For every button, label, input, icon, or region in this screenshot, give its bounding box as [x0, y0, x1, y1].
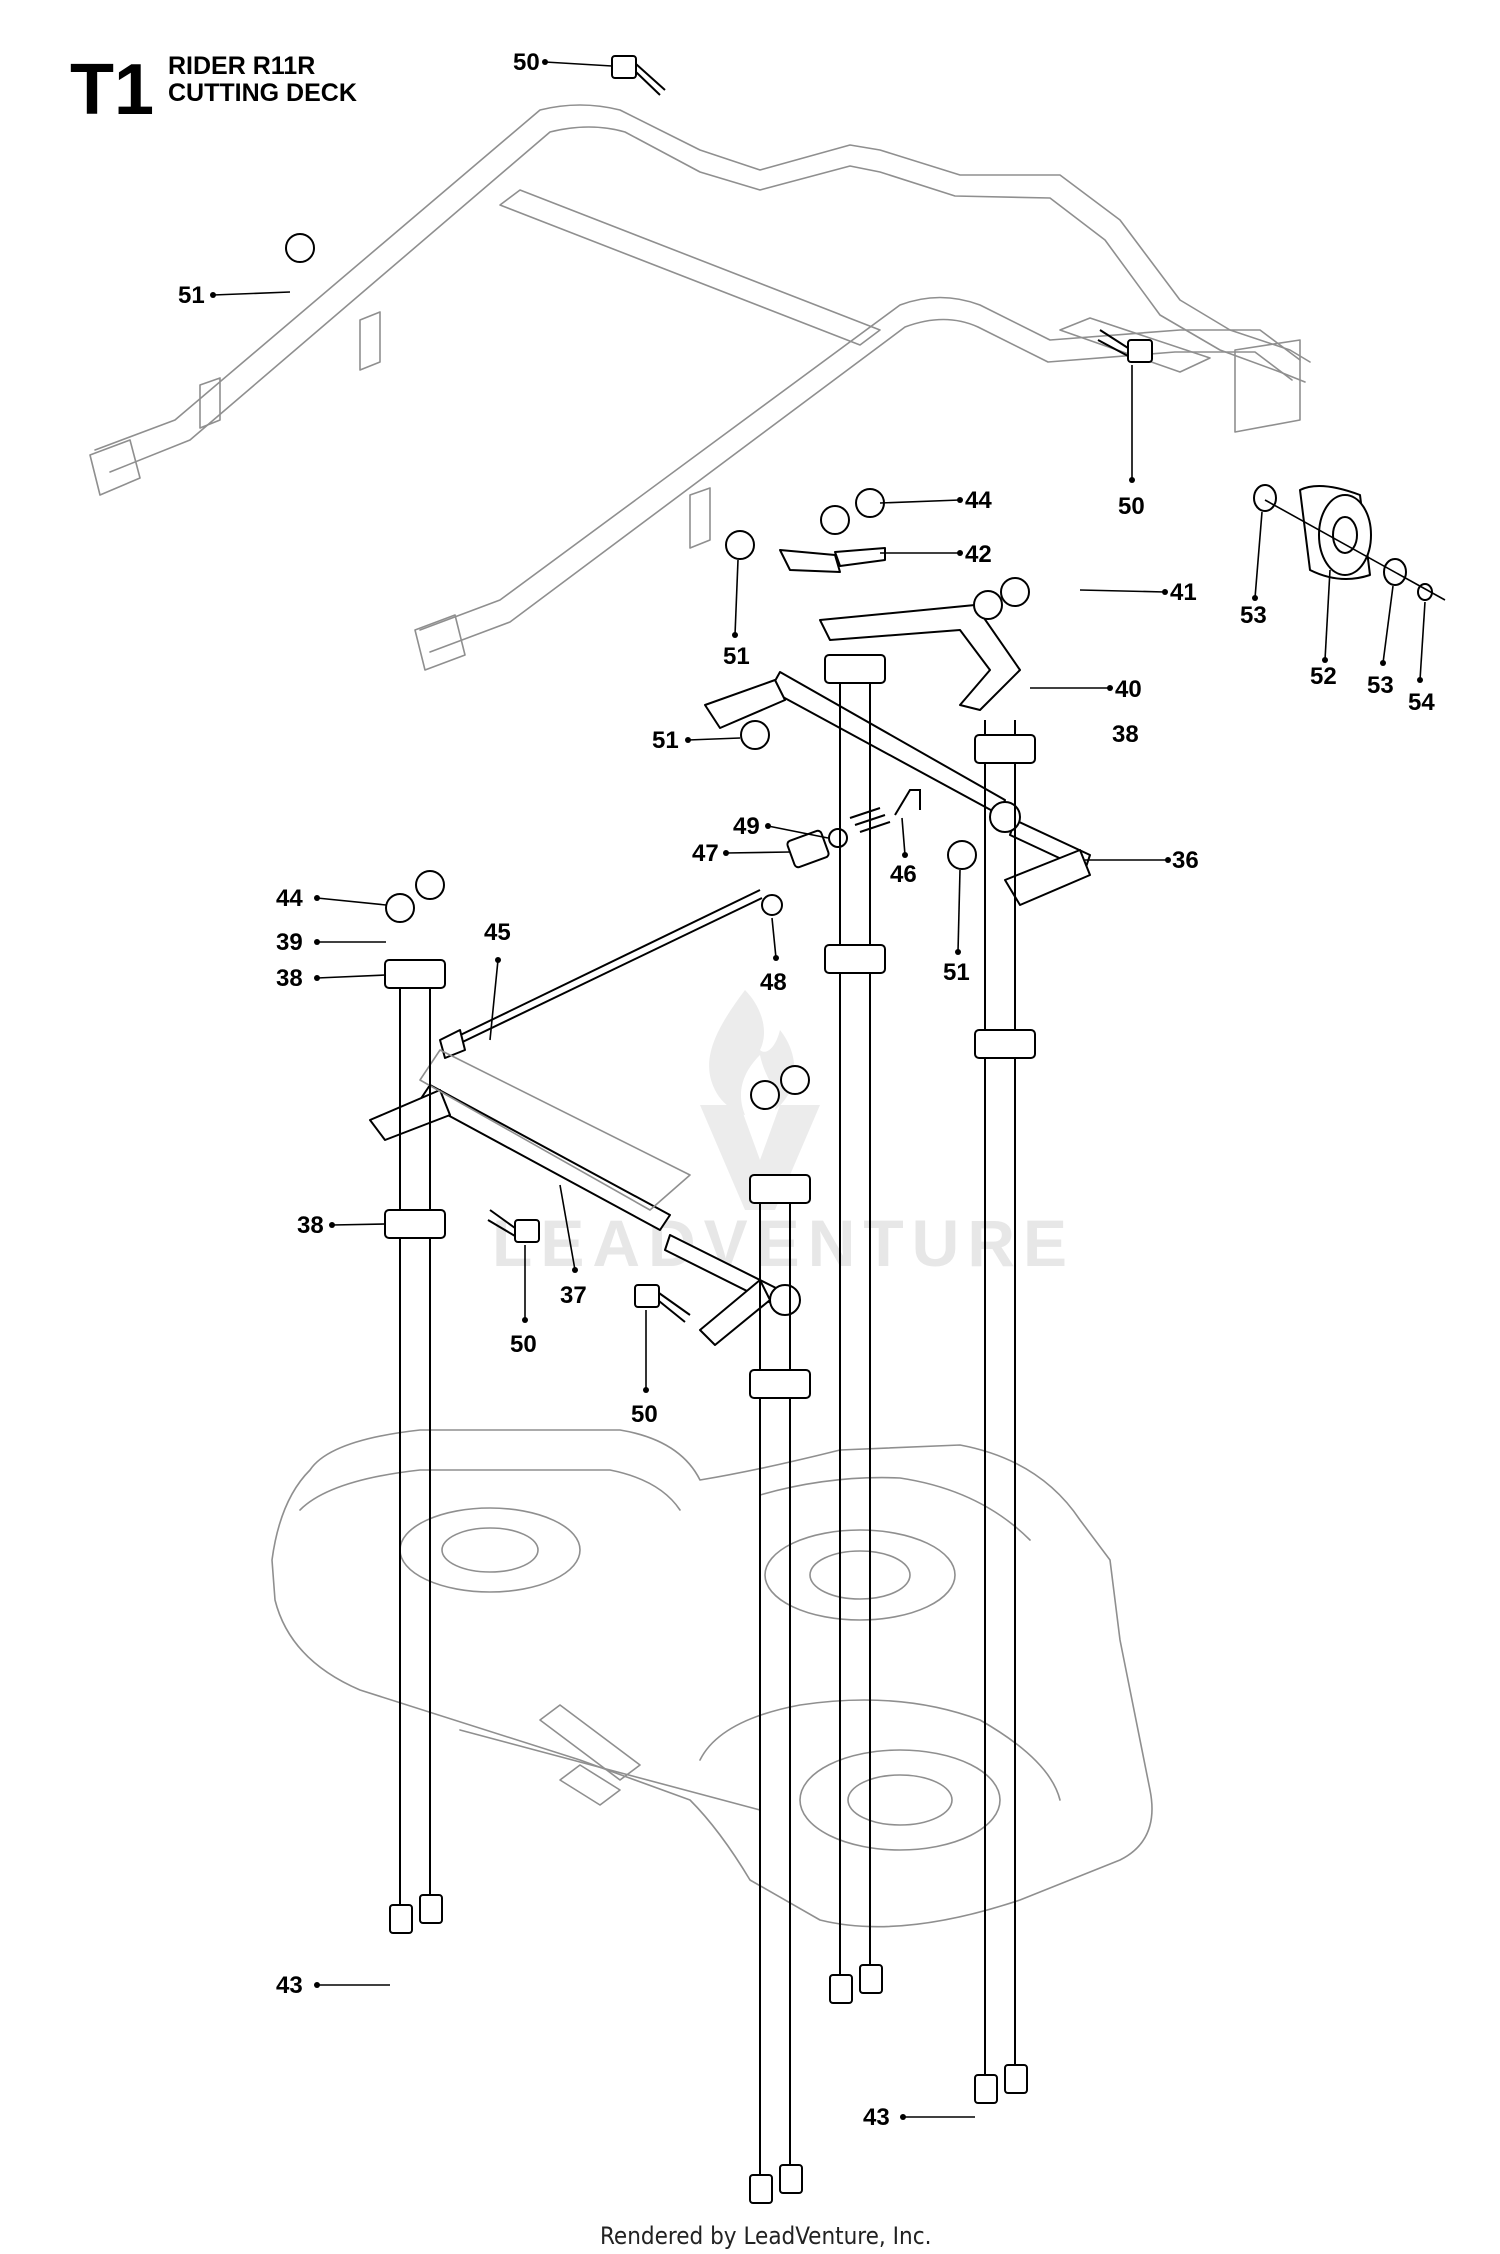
watermark-text: LEADVENTURE [492, 1206, 1075, 1280]
callout-44: 44 [965, 487, 992, 514]
callout-46: 46 [890, 861, 917, 888]
callout-41: 41 [1170, 579, 1197, 606]
callout-50: 50 [513, 49, 540, 76]
callout-51: 51 [178, 282, 205, 309]
callout-38: 38 [1112, 721, 1139, 748]
callout-45: 45 [484, 919, 511, 946]
frame-assembly [89, 104, 1311, 671]
callout-50: 50 [631, 1401, 658, 1428]
callout-42: 42 [965, 541, 992, 568]
callout-53: 53 [1367, 672, 1394, 699]
callout-54: 54 [1408, 689, 1435, 716]
callout-53: 53 [1240, 602, 1267, 629]
lift-linkage [369, 484, 1446, 1346]
callout-52: 52 [1310, 663, 1337, 690]
callout-40: 40 [1115, 676, 1142, 703]
cutting-deck [271, 1429, 1153, 1928]
callout-50: 50 [1118, 493, 1145, 520]
v-logo-icon [700, 1105, 820, 1210]
callout-44: 44 [276, 885, 303, 912]
callout-38: 38 [297, 1212, 324, 1239]
callout-51: 51 [652, 727, 679, 754]
callout-49: 49 [733, 813, 760, 840]
footer-credit: Rendered by LeadVenture, Inc. [600, 2222, 931, 2250]
callout-39: 39 [276, 929, 303, 956]
assembly-name: CUTTING DECK [168, 79, 357, 107]
callout-43: 43 [863, 2104, 890, 2131]
hanger-straps [285, 55, 1153, 2204]
callout-36: 36 [1172, 847, 1199, 874]
callout-48: 48 [760, 969, 787, 996]
callout-43: 43 [276, 1972, 303, 1999]
section-code: T1 [70, 50, 154, 130]
callout-51: 51 [943, 959, 970, 986]
diagram-header: T1 RIDER R11R CUTTING DECK [70, 50, 357, 130]
callout-leaders [210, 59, 1426, 2120]
callout-51: 51 [723, 643, 750, 670]
model-name: RIDER R11R [168, 52, 315, 80]
callout-37: 37 [560, 1282, 587, 1309]
callout-38: 38 [276, 965, 303, 992]
callout-50: 50 [510, 1331, 537, 1358]
callout-47: 47 [692, 840, 719, 867]
callout-labels: 50 51 50 44 42 41 40 38 51 51 53 52 53 5… [178, 49, 1435, 2131]
